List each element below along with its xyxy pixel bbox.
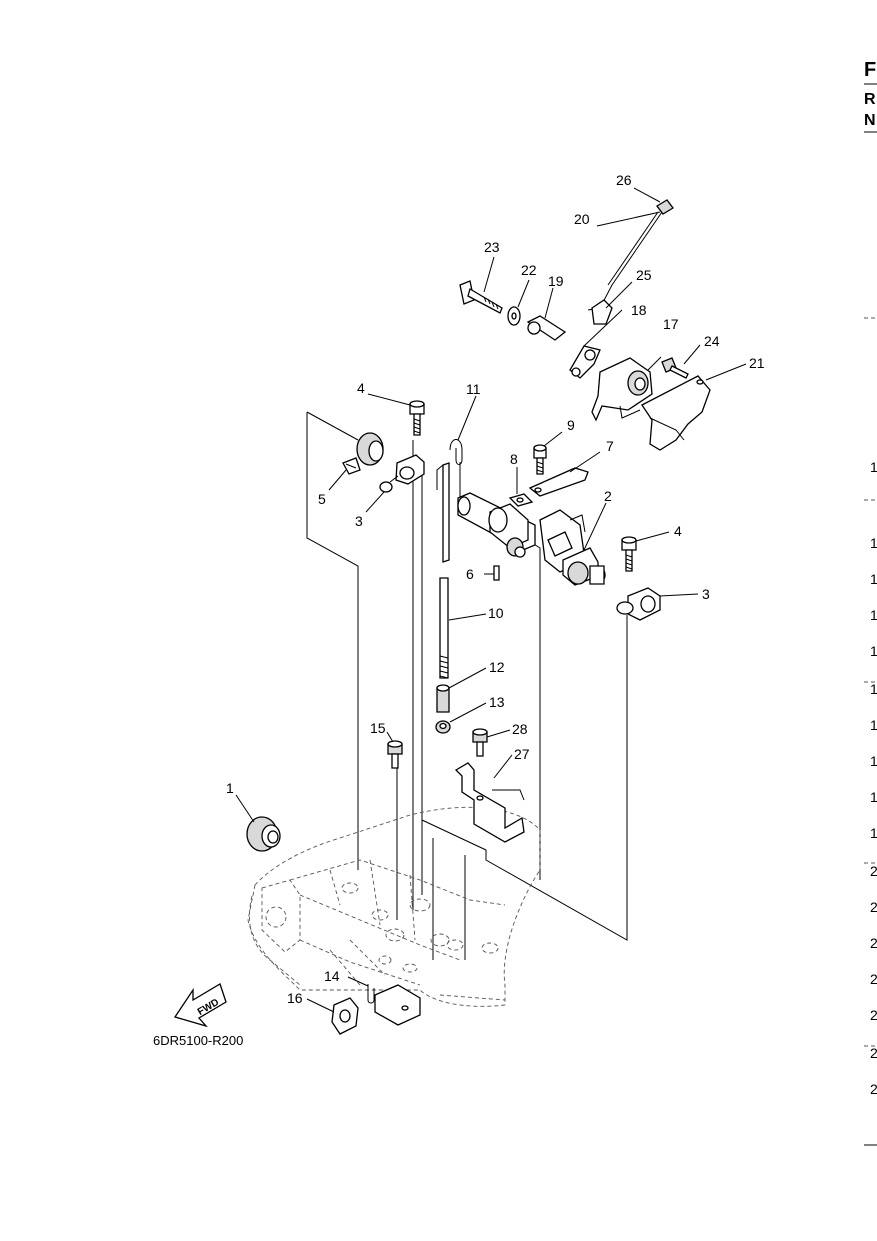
clipped-header: F R N [864,59,877,133]
part-8-plate [508,493,534,507]
part-9-bolt [533,444,547,475]
edge-ref: 2 [870,863,877,879]
part-16-clamp [331,997,359,1035]
header-letter-r: R [864,91,876,108]
label-part-28: 28 [512,721,528,737]
part-27-bracket [454,762,525,843]
part-5-clip [342,457,361,475]
edge-ref: 1 [870,825,877,841]
edge-ref: 1 [870,717,877,733]
part-7-plate [528,467,589,497]
leader-lines [235,187,747,1013]
header-letter-f: F [864,59,876,81]
part-12-nut [436,684,450,713]
fwd-arrow: FWD [173,983,227,1028]
label-part-16: 16 [287,990,303,1006]
part-19-collar [526,315,567,341]
edge-ref: 1 [870,789,877,805]
part-3-joint-left [379,454,425,493]
part-26-nut [656,199,674,215]
label-part-21: 21 [749,355,765,371]
label-part-15: 15 [370,720,386,736]
label-part-12: 12 [489,659,505,675]
part-2-shift-shaft-assembly [457,492,606,586]
bottom-cowling [247,806,541,1007]
edge-ref: 1 [870,607,877,623]
label-part-5: 5 [318,491,326,507]
edge-ref: 1 [870,459,877,475]
edge-ref: 2 [870,899,877,915]
part-3-joint-right [616,587,661,621]
label-part-3-right: 3 [702,586,710,602]
label-part-7: 7 [606,438,614,454]
part-11-clip [449,439,463,465]
part-18-lever [569,345,601,379]
edge-ref: 2 [870,1081,877,1097]
edge-ref: 1 [870,571,877,587]
label-part-24: 24 [704,333,720,349]
label-part-9: 9 [567,417,575,433]
label-part-17: 17 [663,316,679,332]
label-part-20: 20 [574,211,590,227]
part-4-bolt-top [409,400,425,436]
label-part-26: 26 [616,172,632,188]
edge-ref: 2 [870,1007,877,1023]
part-6-pin [493,565,500,581]
edge-ref: 1 [870,681,877,697]
part-15-bolt [387,740,403,769]
label-part-1: 1 [226,780,234,796]
label-part-27: 27 [514,746,530,762]
part-17-bracket [591,357,653,422]
label-part-18: 18 [631,302,647,318]
bracket-near-14 [374,984,421,1026]
edge-ref: 1 [870,643,877,659]
edge-ref: 1 [870,535,877,551]
part-13-nut [435,720,451,734]
label-part-19: 19 [548,273,564,289]
part-14-clip [367,984,375,1004]
header-letter-n: N [864,112,876,129]
label-part-14: 14 [324,968,340,984]
label-part-8: 8 [510,451,518,467]
part-1-grommet [246,816,281,852]
label-part-4-right: 4 [674,523,682,539]
part-21-bracket [641,375,711,451]
label-part-11: 11 [466,381,481,397]
part-4-bolt-right [621,536,637,572]
edge-ref: 1 [870,753,877,769]
label-part-4-top: 4 [357,380,365,396]
label-part-3-left: 3 [355,513,363,529]
label-part-22: 22 [521,262,537,278]
assembly-reference-lines [306,411,628,960]
edge-ref: 2 [870,935,877,951]
label-part-13: 13 [489,694,505,710]
clipped-table-column: 1 1 1 1 1 1 1 1 1 1 2 2 2 2 2 2 2 [864,317,877,1146]
label-part-6: 6 [466,566,474,582]
edge-ref: 2 [870,1045,877,1061]
label-part-10: 10 [488,605,504,621]
part-20-rod [587,211,663,311]
label-part-25: 25 [636,267,652,283]
label-part-23: 23 [484,239,500,255]
diagram-code: 6DR5100-R200 [153,1033,243,1048]
part-23-bolt [459,280,503,314]
part-22-washer [507,306,521,326]
edge-ref: 2 [870,971,877,987]
label-part-2: 2 [604,488,612,504]
shift-rod [436,462,450,679]
part-24-screw [661,357,689,379]
part-4-joint-left [356,432,384,466]
part-25-connector [591,299,613,325]
part-28-bolt [472,728,488,757]
part-labels: 1 2 3 3 4 4 5 6 7 8 9 10 11 12 13 14 15 … [226,172,765,1006]
